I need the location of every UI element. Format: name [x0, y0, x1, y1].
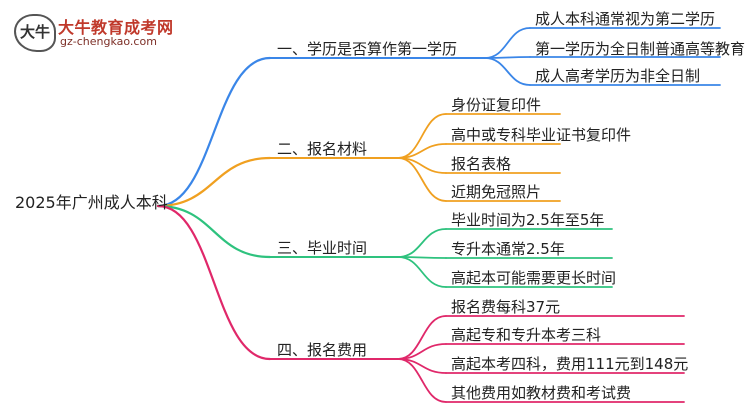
leaf-3-2: 专升本通常2.5年: [451, 240, 565, 258]
leaf-4-3: 高起本考四科，费用111元到148元: [451, 355, 689, 373]
logo-url: gz-chengkao.com: [60, 35, 157, 48]
branch-1-label: 一、学历是否算作第一学历: [277, 40, 458, 58]
leaf-4-1: 报名费每科37元: [451, 298, 561, 316]
leaf-1-3: 成人高考学历为非全日制: [535, 67, 701, 85]
logo-title: 大牛教育成考网: [58, 18, 174, 37]
logo-mark-icon: 大牛: [14, 14, 56, 52]
leaf-1-3-connector: [484, 57, 531, 86]
branch-2-label: 二、报名材料: [277, 140, 368, 158]
leaf-1-2-connector: [484, 56, 531, 59]
leaf-3-3: 高起本可能需要更长时间: [451, 269, 617, 287]
branch-3-connector: [156, 204, 272, 259]
leaf-2-2: 高中或专科毕业证书复印件: [451, 126, 632, 144]
leaf-3-1: 毕业时间为2.5年至5年: [451, 211, 605, 229]
watermark-logo: 大牛 大牛教育成考网 gz-chengkao.com: [8, 8, 183, 52]
leaf-2-3: 报名表格: [451, 155, 512, 173]
root-node: 2025年广州成人本科: [15, 193, 168, 212]
leaf-4-4: 其他费用如教材费和考试费: [451, 384, 632, 402]
branch-4-label: 四、报名费用: [277, 341, 368, 359]
leaf-3-3-connector: [397, 256, 447, 288]
leaf-2-4: 近期免冠照片: [451, 183, 542, 201]
branch-3-label: 三、毕业时间: [277, 239, 368, 257]
leaf-4-4-connector: [397, 358, 447, 403]
leaf-1-2: 第一学历为全日制普通高等教育: [535, 40, 746, 58]
leaf-2-1: 身份证复印件: [451, 96, 542, 114]
branch-1-connector: [156, 56, 272, 208]
leaf-1-1-connector: [484, 27, 531, 59]
leaf-4-2: 高起专和专升本考三科: [451, 326, 602, 344]
leaf-3-1-connector: [397, 228, 447, 258]
branch-4-connector: [156, 204, 272, 361]
leaf-1-1: 成人本科通常视为第二学历: [535, 10, 716, 28]
branch-2-connector: [156, 156, 272, 208]
leaf-2-4-connector: [397, 157, 447, 202]
